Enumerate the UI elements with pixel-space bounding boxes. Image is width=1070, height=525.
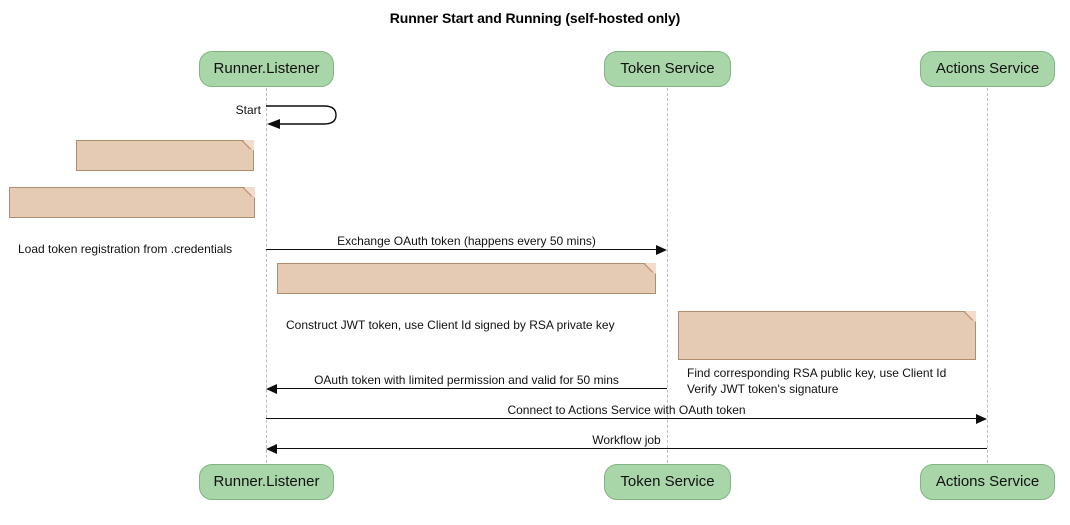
note-fold-edge <box>644 263 656 275</box>
note-load-token-registration: Load token registration from .credential… <box>9 187 255 256</box>
participant-actions-bottom[interactable]: Actions Service <box>920 464 1055 500</box>
message-label-start: Start <box>235 103 261 117</box>
message-label-oauth-token-returned: OAuth token with limited permission and … <box>314 373 619 387</box>
message-label-exchange-oauth-token: Exchange OAuth token (happens every 50 m… <box>337 234 596 248</box>
note-construct-jwt-token: Construct JWT token, use Client Id signe… <box>277 263 656 332</box>
participant-actions-top[interactable]: Actions Service <box>920 51 1055 87</box>
participant-label: Runner.Listener <box>213 473 320 490</box>
message-line-workflow-job <box>276 448 987 449</box>
participant-runner-top[interactable]: Runner.Listener <box>199 51 334 87</box>
message-label-connect-actions-service: Connect to Actions Service with OAuth to… <box>507 403 746 417</box>
participant-label: Actions Service <box>935 473 1040 490</box>
arrowhead-left <box>266 384 277 394</box>
page-title: Runner Start and Running (self-hosted on… <box>389 10 681 26</box>
note-text: Construct JWT token, use Client Id signe… <box>286 318 615 332</box>
arrowhead-left <box>266 444 277 454</box>
participant-token-bottom[interactable]: Token Service <box>604 464 731 500</box>
participant-runner-bottom[interactable]: Runner.Listener <box>199 464 334 500</box>
participant-label: Actions Service <box>935 60 1040 77</box>
message-label-workflow-job: Workflow job <box>592 433 661 447</box>
lifeline-token <box>667 88 668 468</box>
note-fold-edge <box>964 311 976 323</box>
note-find-rsa-public-key: Find corresponding RSA public key, use C… <box>678 311 976 396</box>
arrowhead-right <box>976 414 987 424</box>
lifeline-runner <box>266 88 267 468</box>
message-line-exchange-oauth-token <box>266 249 657 250</box>
note-text: Find corresponding RSA public key, use C… <box>687 366 947 396</box>
arrowhead-right <box>656 245 667 255</box>
note-text: Load token registration from .credential… <box>18 242 233 256</box>
participant-token-top[interactable]: Token Service <box>604 51 731 87</box>
note-fold-edge <box>243 187 255 199</box>
participant-label: Token Service <box>620 473 715 490</box>
participant-label: Token Service <box>620 60 715 77</box>
participant-label: Runner.Listener <box>213 60 320 77</box>
note-fold-edge <box>242 140 254 152</box>
message-line-oauth-token-returned <box>276 388 667 389</box>
message-line-connect-actions-service <box>266 418 977 419</box>
self-message-start <box>266 104 346 132</box>
note-load-config: Load config info from .runner <box>76 140 254 209</box>
lifeline-actions <box>987 88 988 468</box>
